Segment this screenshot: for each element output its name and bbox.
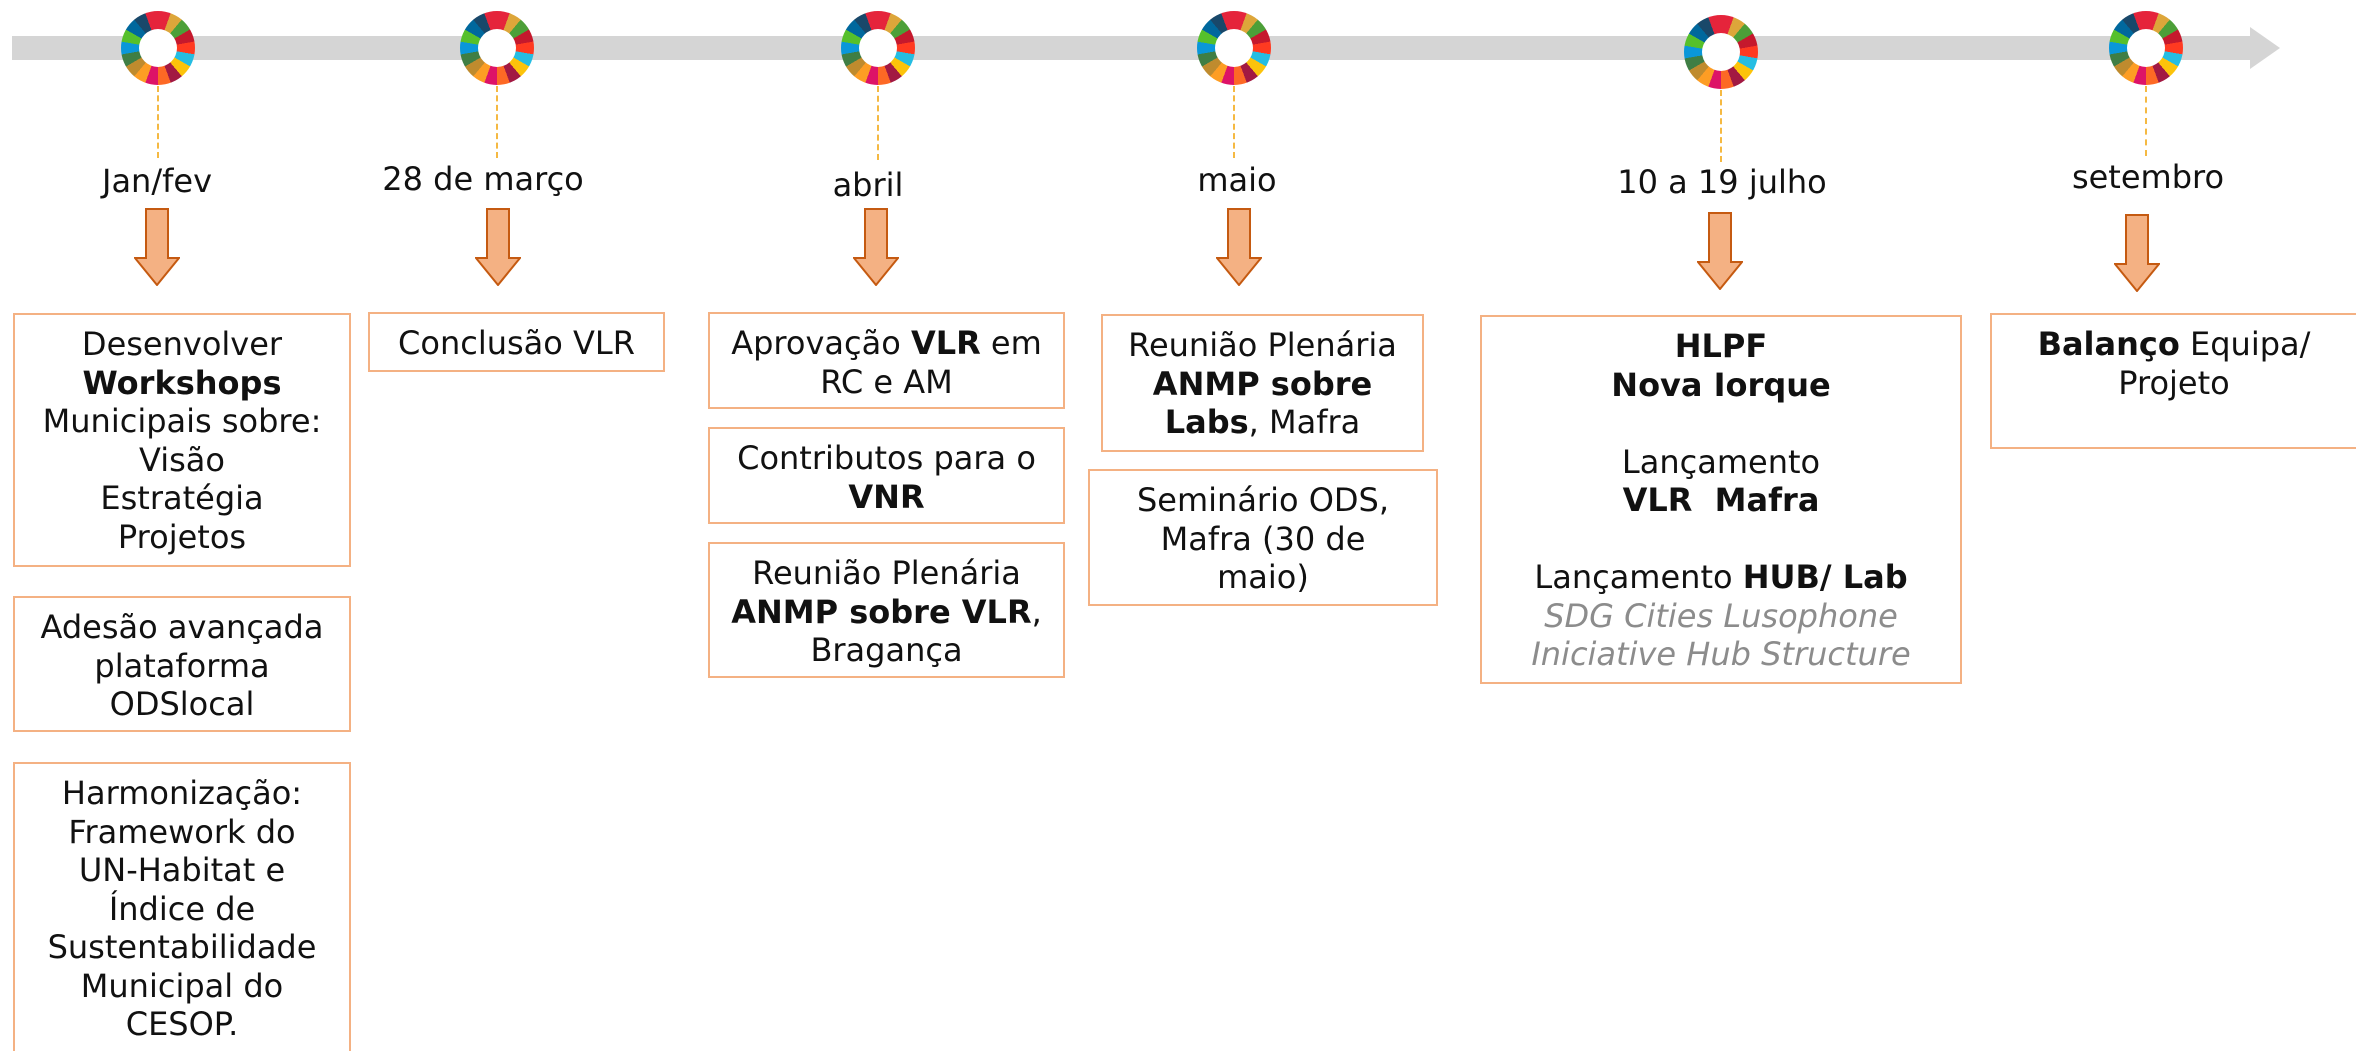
down-arrow-icon bbox=[2114, 214, 2160, 292]
box-text: Lançamento bbox=[1534, 558, 1743, 596]
box-text: Bragança bbox=[810, 631, 963, 669]
box-text: Estratégia bbox=[100, 479, 264, 517]
box-text: Projeto bbox=[2118, 363, 2230, 402]
down-arrow-icon bbox=[134, 208, 180, 286]
sdg-wheel-icon bbox=[841, 11, 915, 85]
timeline-bar bbox=[12, 36, 2252, 60]
set-balanco-box: Balanço Equipa/ Projeto bbox=[1990, 313, 2356, 449]
box-text-bold: VLR bbox=[910, 324, 981, 362]
box-text: Equipa/ bbox=[2179, 325, 2311, 363]
milestone-label-abril: abril bbox=[832, 166, 904, 204]
box-text: plataforma bbox=[94, 646, 270, 685]
milestone-label-maio: maio bbox=[1197, 161, 1277, 199]
jan-workshops-box: Desenvolver Workshops Municipais sobre: … bbox=[13, 313, 351, 567]
box-text: Visão bbox=[139, 440, 225, 479]
box-text: CESOP. bbox=[125, 1005, 239, 1043]
milestone-label-julho: 10 a 19 julho bbox=[1617, 163, 1827, 201]
box-text: Framework do bbox=[68, 812, 296, 851]
box-text: Sustentabilidade bbox=[47, 928, 317, 966]
abr-contributos-box: Contributos para o VNR bbox=[708, 427, 1065, 524]
box-text: UN-Habitat e bbox=[78, 851, 286, 889]
box-text-bold: Nova Iorque bbox=[1611, 365, 1831, 404]
box-text: Desenvolver bbox=[81, 325, 283, 363]
down-arrow-icon bbox=[1216, 208, 1262, 286]
box-text: Municipais sobre: bbox=[42, 402, 322, 440]
box-text-bold: HUB/ Lab bbox=[1742, 558, 1908, 596]
sdg-wheel-icon bbox=[2109, 11, 2183, 85]
milestone-label-setembro: setembro bbox=[2071, 158, 2225, 196]
sdg-wheel-icon bbox=[1197, 11, 1271, 85]
jan-adesao-box: Adesão avançada plataforma ODSlocal bbox=[13, 596, 351, 732]
milestone-connector bbox=[157, 86, 159, 158]
box-text: Lançamento bbox=[1621, 442, 1821, 481]
box-text: Seminário ODS, bbox=[1136, 481, 1390, 519]
down-arrow-icon bbox=[475, 208, 521, 286]
box-text-bold: VNR bbox=[848, 477, 925, 516]
abr-reuniao-box: Reunião Plenária ANMP sobre VLR, Braganç… bbox=[708, 542, 1065, 678]
jul-hlpf-box: HLPF Nova Iorque Lançamento VLR Mafra La… bbox=[1480, 315, 1962, 684]
box-text: , bbox=[1031, 592, 1042, 631]
box-text: Reunião Plenária bbox=[752, 554, 1021, 592]
jan-harmonizacao-box: Harmonização: Framework do UN-Habitat e … bbox=[13, 762, 351, 1051]
box-text: maio) bbox=[1217, 558, 1309, 596]
milestone-connector bbox=[877, 86, 879, 160]
down-arrow-icon bbox=[853, 208, 899, 286]
milestone-connector bbox=[2145, 86, 2147, 156]
box-text: RC e AM bbox=[820, 362, 953, 401]
box-text: Conclusão VLR bbox=[398, 324, 635, 362]
box-text: , Mafra bbox=[1248, 403, 1361, 441]
box-text: Aprovação bbox=[731, 324, 911, 362]
box-text-bold: Workshops bbox=[82, 363, 282, 402]
milestone-connector bbox=[1233, 86, 1235, 158]
box-text-italic: Iniciative Hub Structure bbox=[1531, 635, 1911, 673]
box-text: Municipal do bbox=[80, 966, 284, 1005]
box-text: Contributos para o bbox=[737, 439, 1036, 477]
box-text: Índice de bbox=[108, 889, 256, 928]
mai-reuniao-box: Reunião Plenária ANMP sobre Labs, Mafra bbox=[1101, 314, 1424, 452]
box-text-bold: HLPF bbox=[1674, 327, 1768, 365]
box-text: Harmonização: bbox=[61, 774, 303, 812]
box-text-bold: Balanço bbox=[2037, 325, 2180, 363]
milestone-label-28-marco: 28 de março bbox=[382, 160, 584, 198]
sdg-wheel-icon bbox=[460, 11, 534, 85]
box-text: ODSlocal bbox=[109, 685, 255, 723]
mar-conclusao-box: Conclusão VLR bbox=[368, 312, 665, 372]
sdg-wheel-icon bbox=[121, 11, 195, 85]
box-text-bold: VLR Mafra bbox=[1622, 481, 1820, 519]
box-text-bold: Labs bbox=[1164, 403, 1249, 441]
box-text-bold: ANMP sobre VLR bbox=[731, 592, 1032, 631]
sdg-wheel-icon bbox=[1684, 15, 1758, 89]
box-text: Reunião Plenária bbox=[1128, 326, 1397, 364]
milestone-connector bbox=[1720, 90, 1722, 162]
box-text-italic: SDG Cities Lusophone bbox=[1544, 596, 1898, 635]
down-arrow-icon bbox=[1697, 212, 1743, 290]
box-text-bold: ANMP sobre bbox=[1152, 364, 1373, 403]
abr-aprovacao-box: Aprovação VLR em RC e AM bbox=[708, 312, 1065, 409]
box-text: Adesão avançada bbox=[40, 608, 324, 646]
mai-seminario-box: Seminário ODS, Mafra (30 de maio) bbox=[1088, 469, 1438, 606]
box-text: em bbox=[980, 324, 1042, 362]
milestone-connector bbox=[496, 86, 498, 158]
timeline-arrow-head bbox=[2250, 27, 2280, 69]
milestone-label-jan-fev: Jan/fev bbox=[102, 162, 212, 200]
box-text: Mafra (30 de bbox=[1160, 519, 1366, 558]
box-text: Projetos bbox=[117, 517, 247, 556]
